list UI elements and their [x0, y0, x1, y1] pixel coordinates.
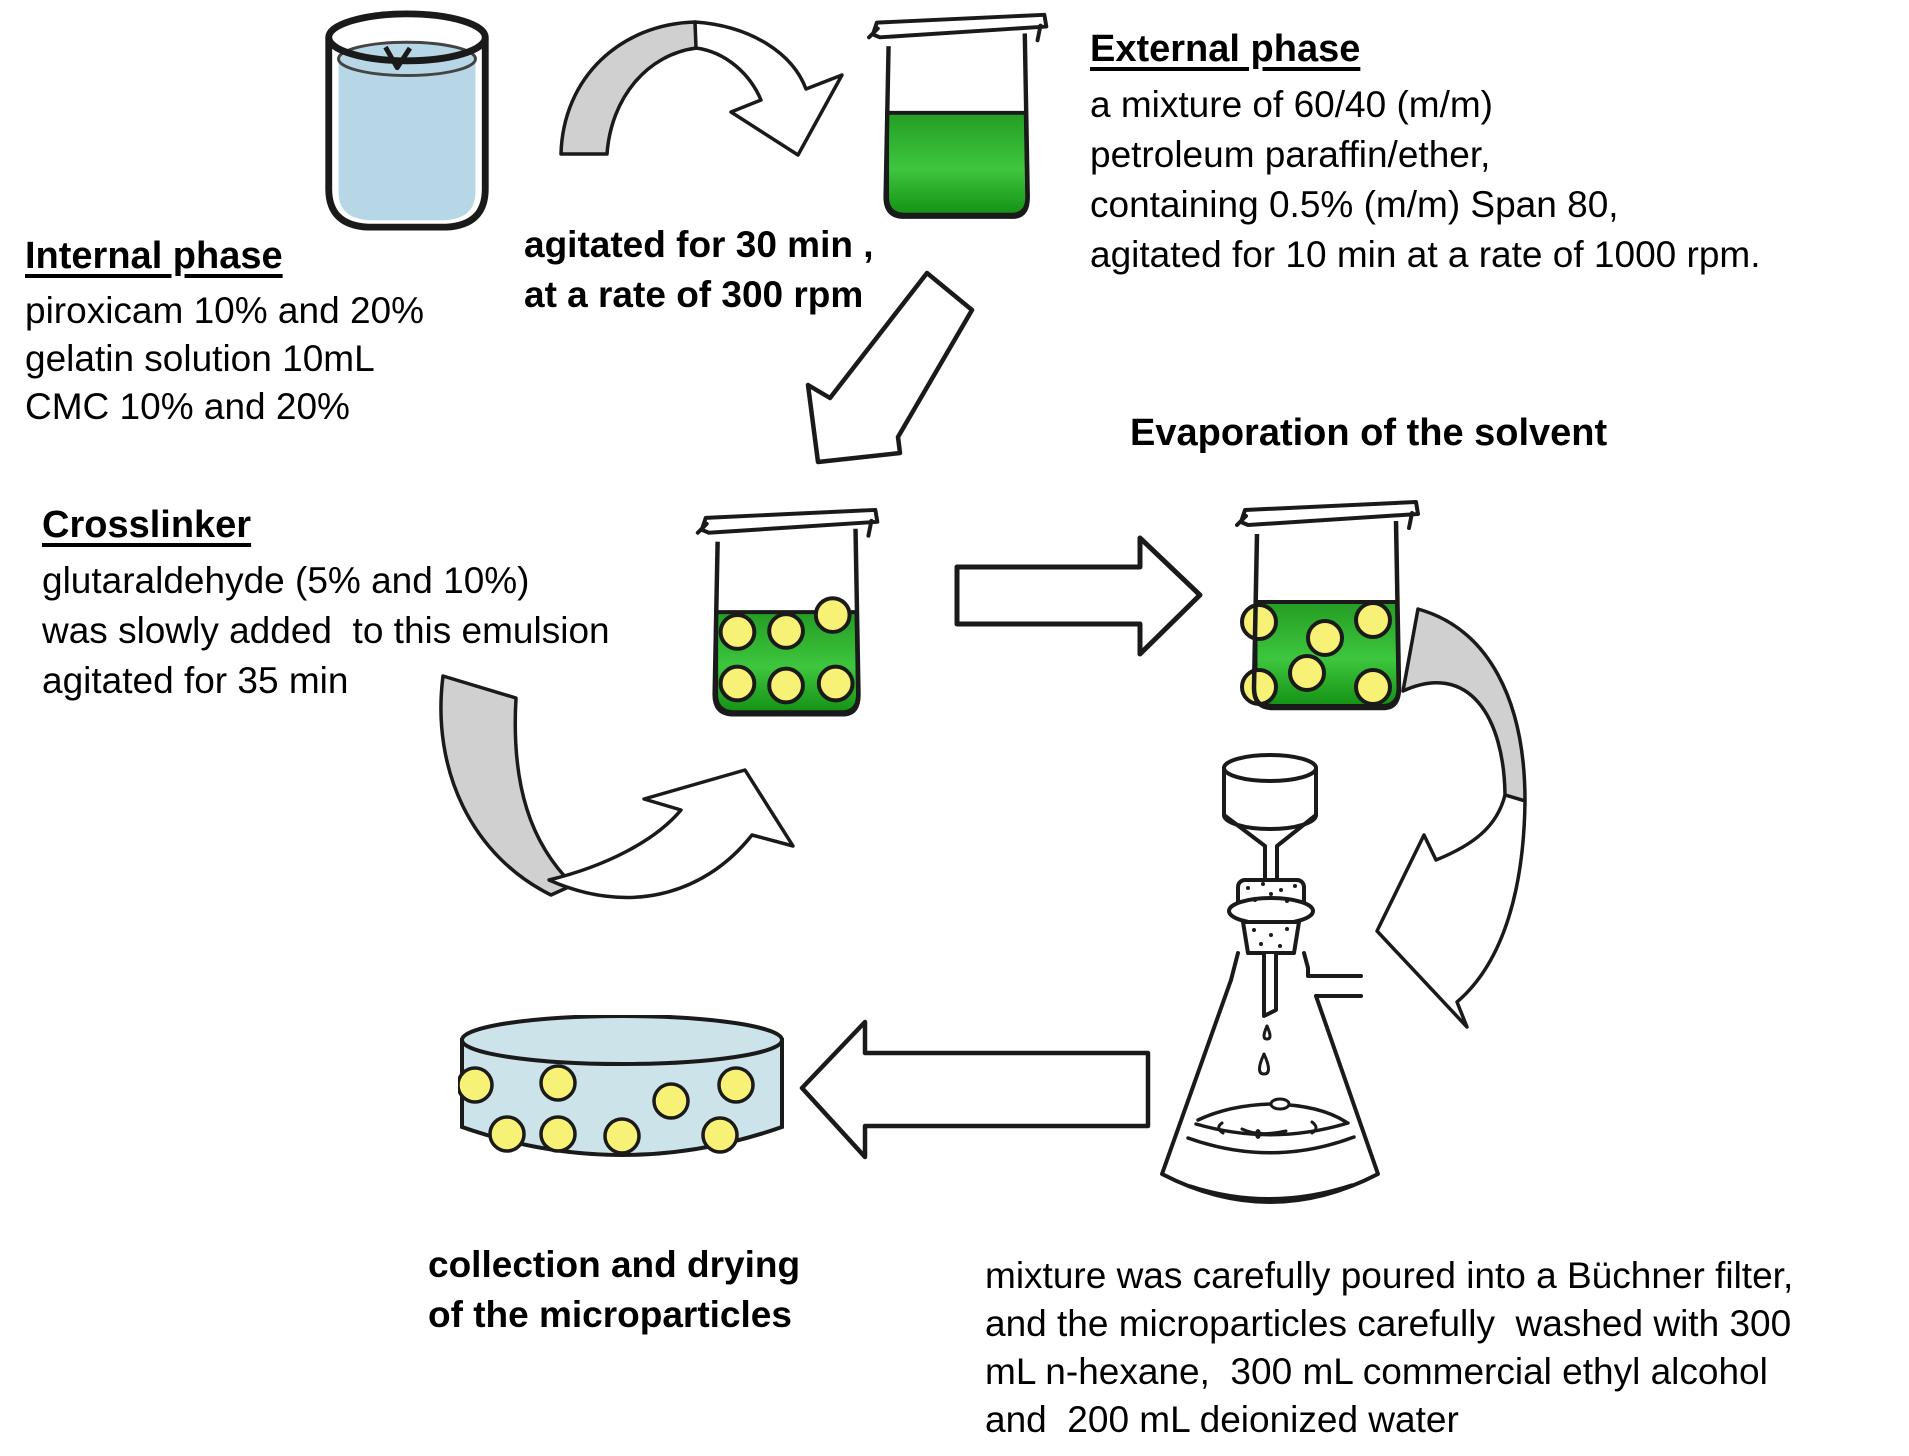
- arch-arrow-icon: [559, 20, 844, 157]
- crosslinker-line: was slowly added to this emulsion: [42, 610, 610, 651]
- internal-phase-line: piroxicam 10% and 20%: [25, 290, 424, 331]
- external-phase-line: petroleum paraffin/ether,: [1090, 134, 1491, 175]
- washing-label: mixture was carefully poured into a Büch…: [985, 1252, 1793, 1444]
- external-phase-title: External phase: [1090, 28, 1361, 70]
- internal-phase-beaker-icon: [325, 10, 489, 231]
- crosslinker-line: glutaraldehyde (5% and 10%): [42, 560, 530, 601]
- emulsion-beaker-icon: [695, 507, 880, 717]
- swoosh-arrow-icon: [439, 674, 795, 900]
- agitation-first-line: agitated for 30 min ,: [524, 224, 874, 265]
- crosslinker-line: agitated for 35 min: [42, 660, 349, 701]
- crosslinker-label: Crosslinker glutaraldehyde (5% and 10%) …: [42, 502, 610, 706]
- external-phase-beaker-icon: [867, 12, 1049, 219]
- microparticles: [458, 1064, 755, 1155]
- agitation-first-label: agitated for 30 min , at a rate of 300 r…: [524, 220, 874, 320]
- internal-phase-title: Internal phase: [25, 235, 283, 277]
- external-phase-line: a mixture of 60/40 (m/m): [1090, 84, 1494, 125]
- down-left-arrow-icon: [805, 270, 975, 465]
- external-phase-line: agitated for 10 min at a rate of 1000 rp…: [1090, 234, 1761, 275]
- evaporation-beaker-icon: [1235, 500, 1420, 711]
- external-phase-line: containing 0.5% (m/m) Span 80,: [1090, 184, 1619, 225]
- collection-label: collection and drying of the micropartic…: [428, 1240, 800, 1340]
- washing-line: and the microparticles carefully washed …: [985, 1303, 1792, 1344]
- right-arrow-icon: [954, 535, 1203, 657]
- collection-line: collection and drying: [428, 1244, 801, 1285]
- buchner-filter-flask-icon: [1160, 753, 1380, 1204]
- agitation-first-line: at a rate of 300 rpm: [524, 274, 864, 315]
- microparticles: [718, 596, 855, 705]
- external-phase-label: External phase a mixture of 60/40 (m/m) …: [1090, 26, 1761, 280]
- collection-line: of the microparticles: [428, 1294, 792, 1335]
- crosslinker-title: Crosslinker: [42, 504, 252, 546]
- internal-phase-line: gelatin solution 10mL: [25, 338, 375, 379]
- washing-line: mixture was carefully poured into a Büch…: [985, 1255, 1794, 1296]
- washing-line: mL n-hexane, 300 mL commercial ethyl alc…: [985, 1351, 1768, 1392]
- internal-phase-line: CMC 10% and 20%: [25, 386, 350, 427]
- stopper-speckles: [1246, 882, 1297, 1139]
- evaporation-title: Evaporation of the solvent: [1130, 412, 1608, 454]
- right-curved-arrow-icon: [1375, 607, 1527, 1029]
- internal-phase-label: Internal phase piroxicam 10% and 20% gel…: [25, 233, 424, 431]
- petri-dish-icon: [458, 1015, 784, 1157]
- left-arrow-icon: [799, 1019, 1151, 1160]
- microparticles: [1240, 601, 1392, 706]
- washing-line: and 200 mL deionized water: [985, 1399, 1459, 1440]
